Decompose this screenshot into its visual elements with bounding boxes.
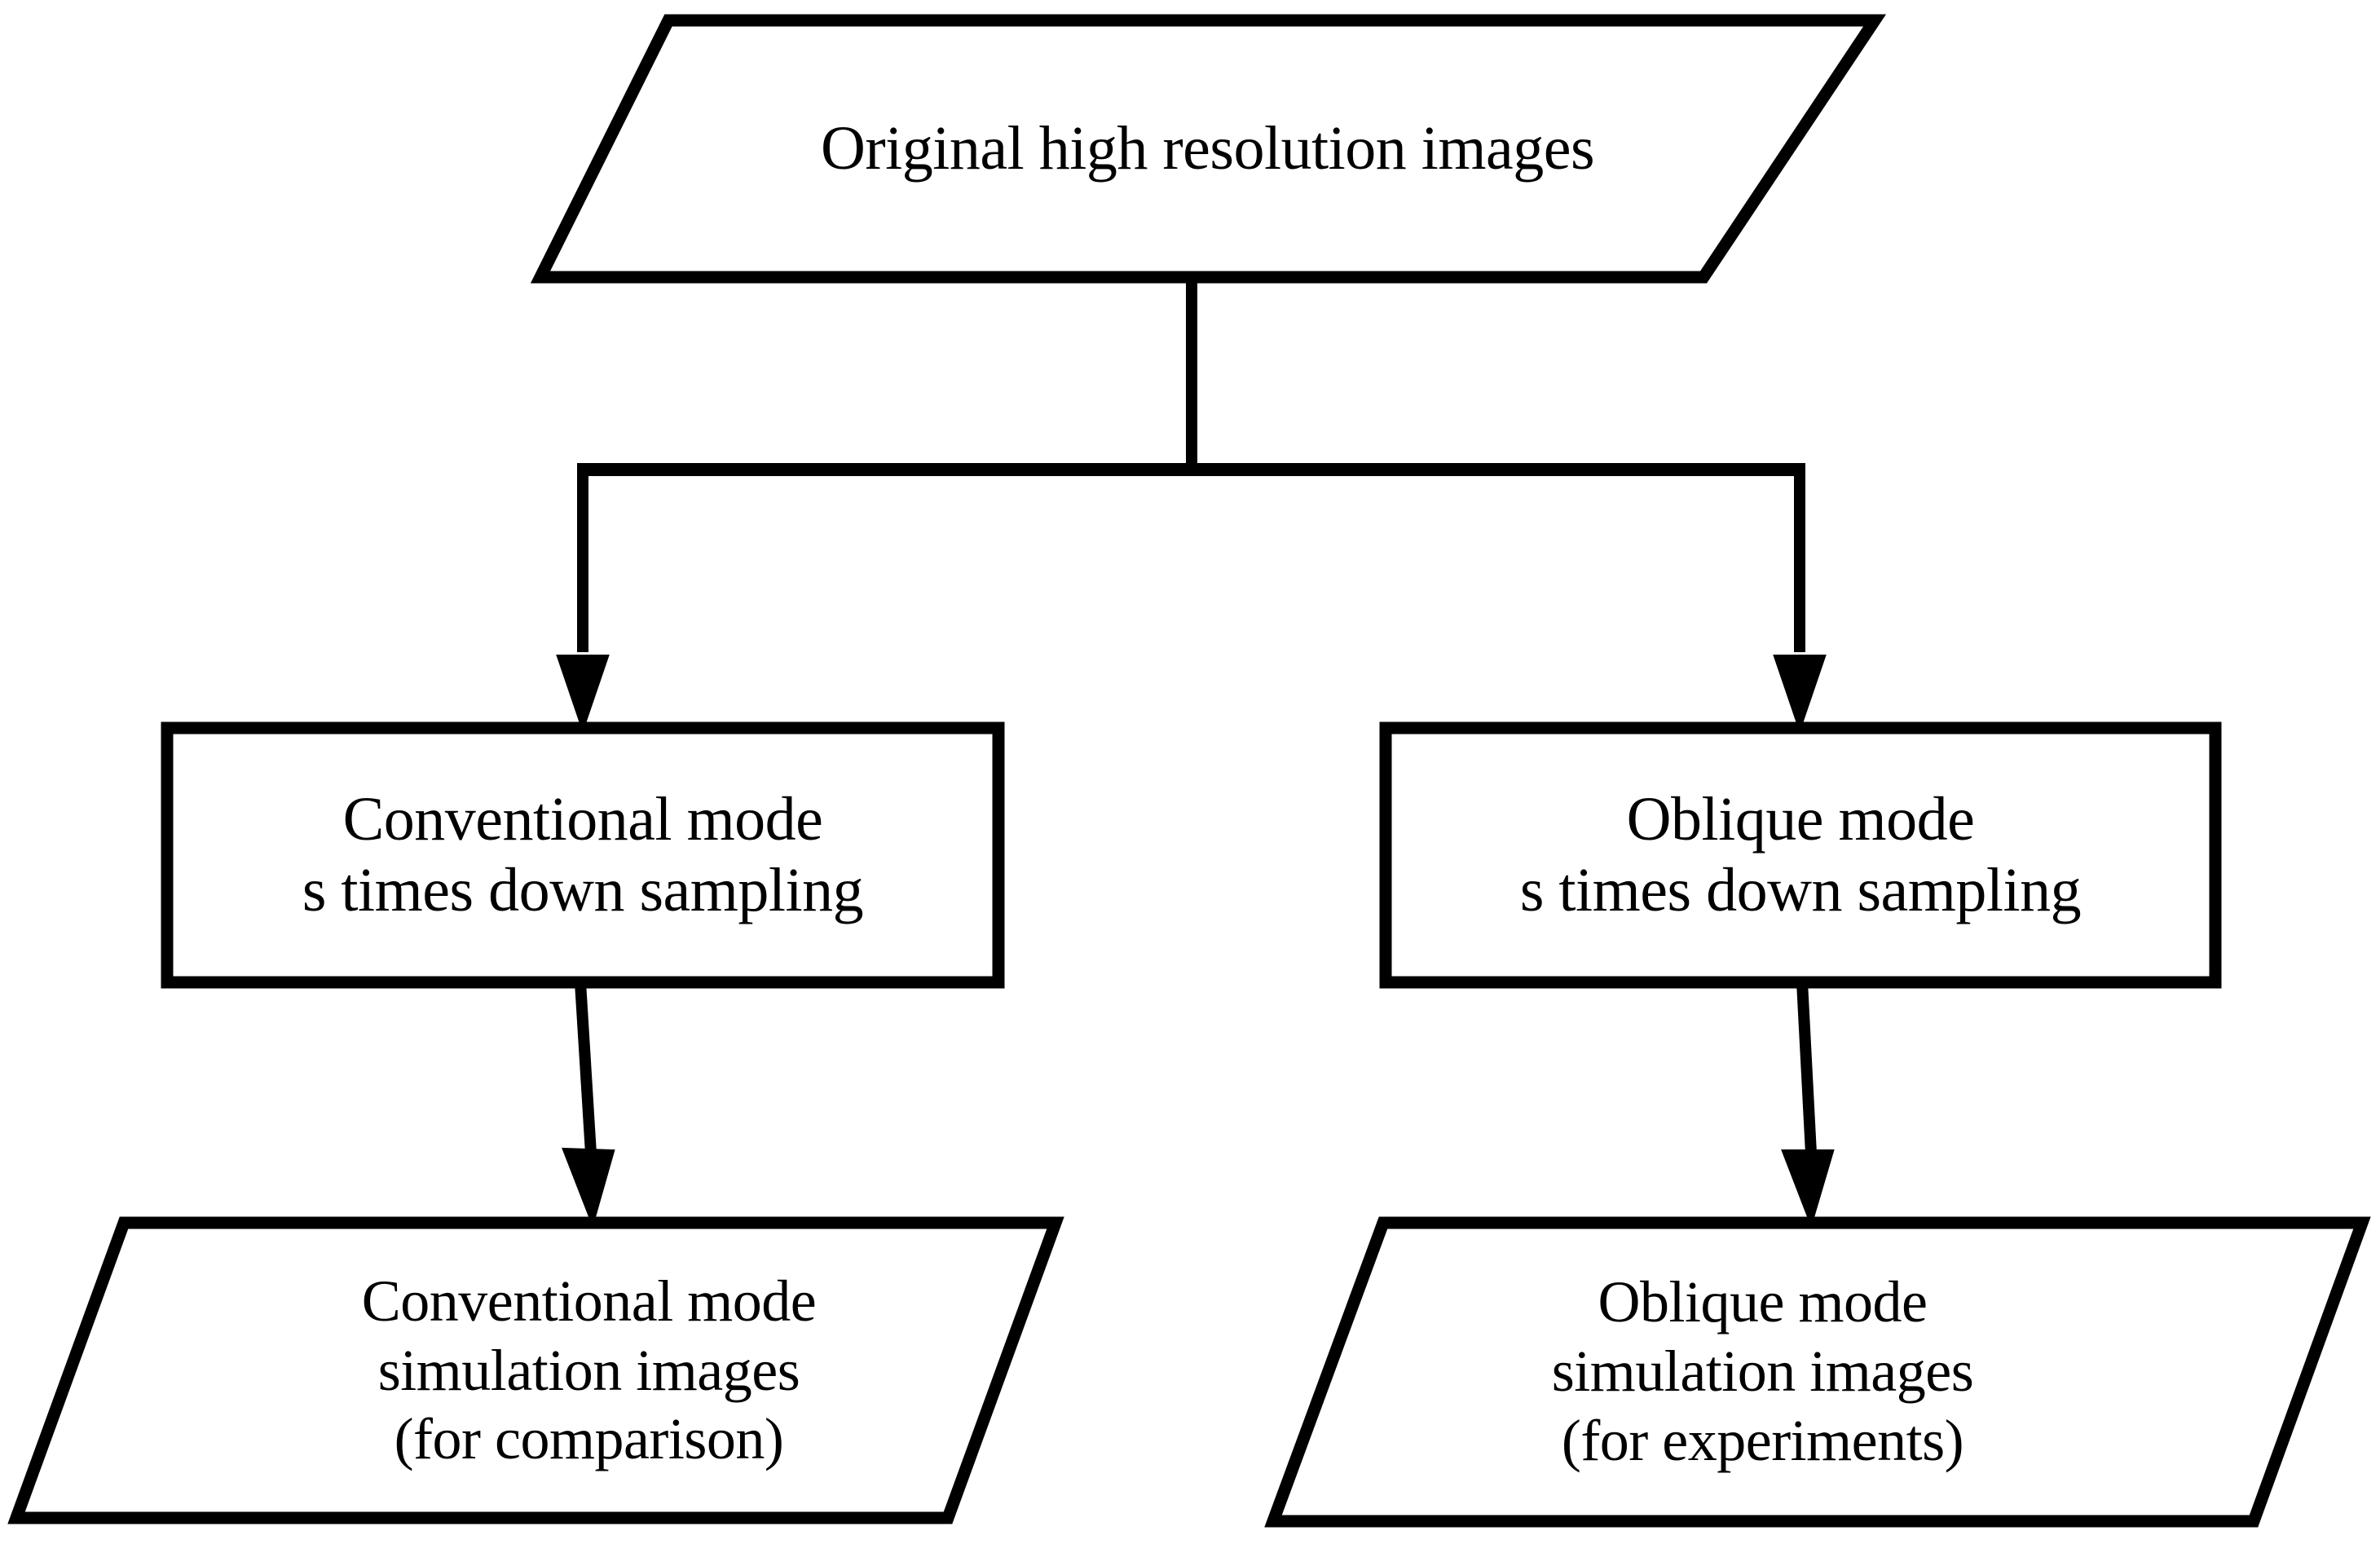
- node-source-shape: [530, 14, 1887, 284]
- edge-split-oblique-arrowhead: [1773, 655, 1827, 734]
- edge-obl-out-arrowhead: [1781, 1149, 1835, 1229]
- edge-obl-out-shaft: [1796, 982, 1817, 1154]
- edge-conv-out-arrowhead: [562, 1147, 615, 1229]
- node-process-oblique-shape: [1379, 721, 2222, 989]
- node-output-oblique-shape: [1264, 1216, 2371, 1528]
- edge-conv-out-shaft: [575, 982, 597, 1154]
- edge-split-conventional-arrowhead: [556, 655, 610, 734]
- node-output-conventional-shape: [7, 1216, 1064, 1524]
- node-process-conventional-shape: [161, 721, 1005, 989]
